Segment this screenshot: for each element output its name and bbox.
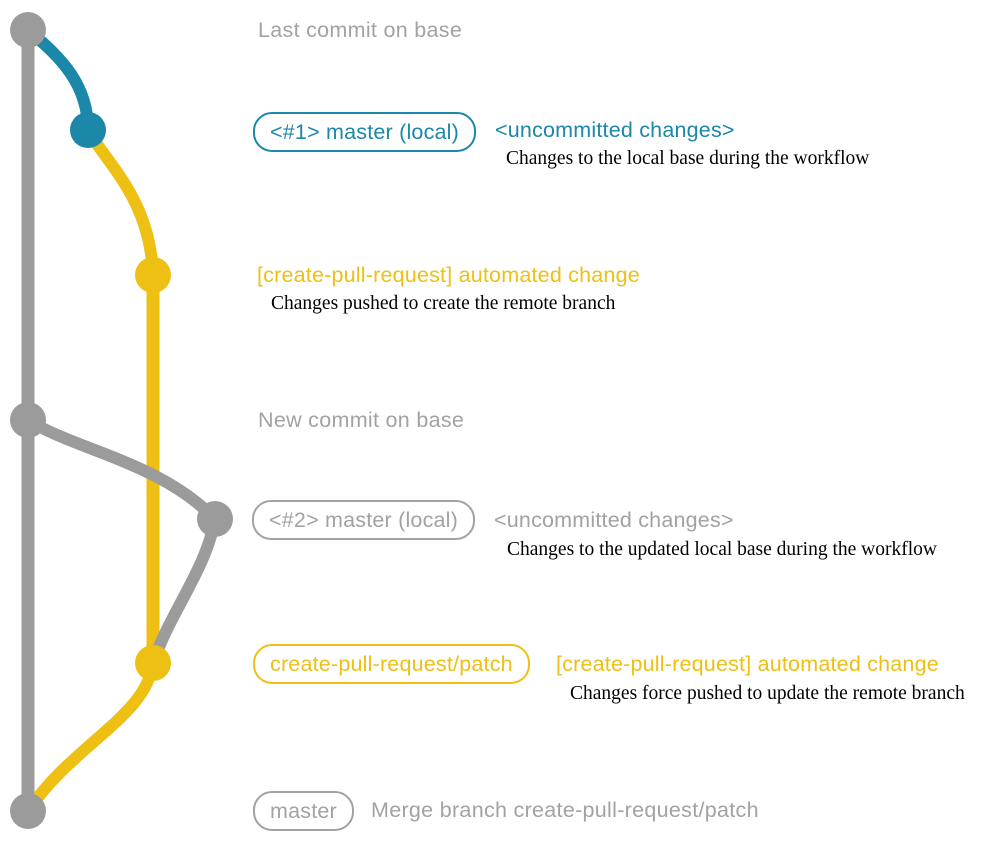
commit-description-1: Changes to the local base during the wor…: [506, 148, 870, 169]
commit-node-new-base: [10, 402, 46, 438]
last-commit-caption: Last commit on base: [258, 18, 463, 42]
commit-description-4: Changes force pushed to update the remot…: [570, 683, 965, 704]
commit-node-local-1: [70, 112, 106, 148]
commit-title-automated-2: [create-pull-request] automated change: [556, 652, 939, 676]
merge-edge: [22, 657, 159, 817]
new-commit-caption: New commit on base: [258, 408, 465, 432]
commit-node-last-base: [10, 12, 46, 48]
local-change-edge-2: [22, 414, 221, 525]
commit-title-uncommitted-2: <uncommitted changes>: [494, 508, 734, 532]
commit-description-3: Changes to the updated local base during…: [507, 539, 937, 560]
branch-badge-master-local-1: <#1> master (local): [253, 112, 477, 152]
commit-description-2: Changes pushed to create the remote bran…: [271, 293, 616, 314]
branch-badge-master-local-2: <#2> master (local): [252, 500, 476, 540]
push-edge-1: [82, 124, 159, 281]
commit-node-remote-2: [135, 645, 171, 681]
branch-badge-create-pull-request-patch: create-pull-request/patch: [253, 644, 530, 684]
commit-title-automated-1: [create-pull-request] automated change: [257, 263, 640, 287]
commit-node-remote-1: [135, 257, 171, 293]
commit-node-local-2: [197, 501, 233, 537]
commit-title-uncommitted-1: <uncommitted changes>: [495, 118, 735, 142]
commit-node-merge: [10, 793, 46, 829]
branch-badge-master: master: [253, 791, 354, 831]
force-push-edge: [147, 513, 221, 669]
merge-caption: Merge branch create-pull-request/patch: [371, 798, 759, 822]
